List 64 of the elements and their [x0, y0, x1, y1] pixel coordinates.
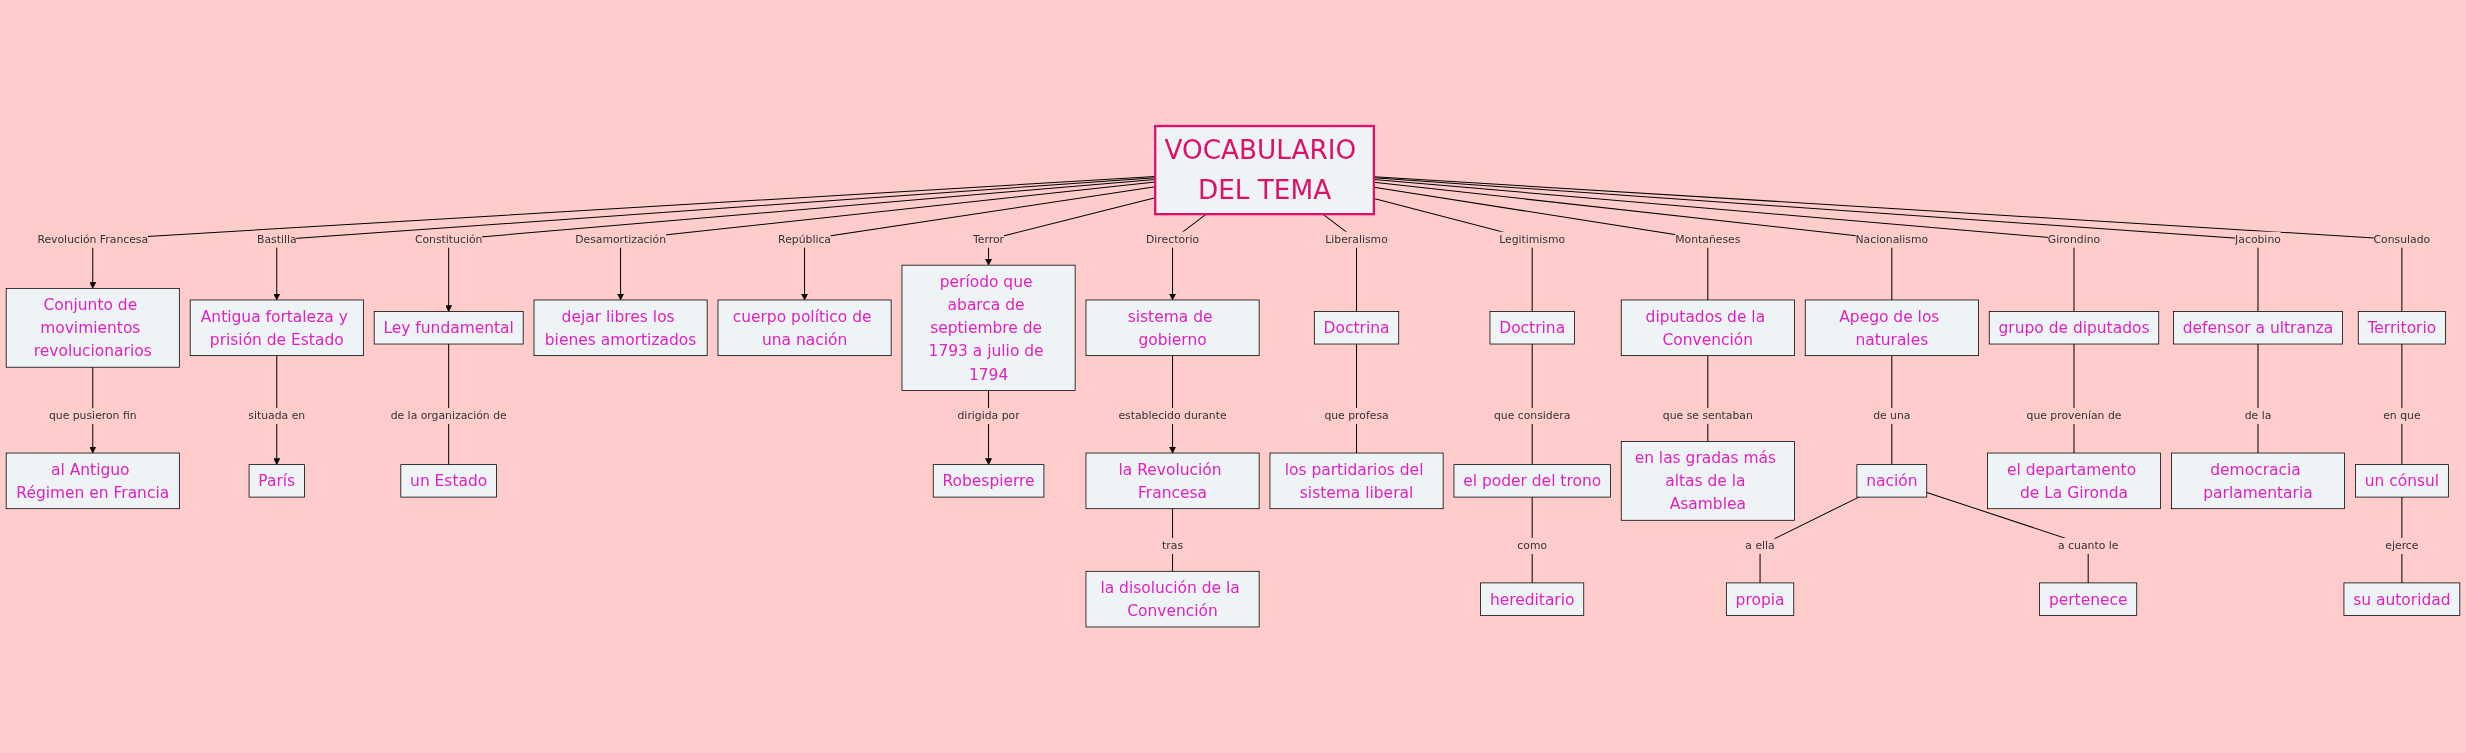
concept-box: los partidarios del sistema liberal [1269, 452, 1444, 510]
title-box: VOCABULARIO DEL TEMA [1154, 124, 1375, 216]
concept-box: defensor a ultranza [2173, 311, 2343, 345]
concept-box: propia [1725, 582, 1795, 616]
concept-box: la Revolución Francesa [1085, 452, 1260, 510]
edge-label: Constitución [414, 231, 483, 248]
concept-box: la disolución de la Convención [1085, 570, 1260, 628]
edge-label: Liberalismo [1325, 231, 1388, 248]
concept-box: nación [1856, 464, 1928, 498]
concept-box: Antigua fortaleza y prisión de Estado [189, 299, 364, 356]
concept-box: el poder del trono [1453, 464, 1611, 498]
concept-box: en las gradas más altas de la Asamblea [1620, 441, 1795, 521]
edge-label: que profesa [1324, 407, 1389, 425]
edge-label: a cuanto le [2058, 537, 2119, 554]
connector [1373, 181, 1893, 301]
edge-label: de una [1873, 407, 1911, 425]
concept-box: hereditario [1480, 582, 1585, 616]
concept-box: Conjunto de movimientos revolucionarios [5, 288, 180, 368]
edge-label: Jacobino [2235, 231, 2281, 248]
concept-box: Robespierre [932, 464, 1045, 498]
edge-label: situada en [248, 407, 306, 425]
concept-box: período que abarca de septiembre de 1793 a julio de 1794 [901, 264, 1076, 391]
concept-box: Territorio [2357, 311, 2446, 345]
concept-box: dejar libres los bienes amortizados [533, 299, 708, 356]
edge-label: Directorio [1146, 231, 1200, 248]
concept-box: un Estado [400, 464, 497, 498]
concept-box: su autoridad [2343, 582, 2461, 616]
edge-label: Montañeses [1675, 231, 1741, 248]
concept-box: Doctrina [1313, 311, 1400, 345]
edge-label: Revolución Francesa [37, 231, 149, 248]
edge-label: dirigida por [957, 407, 1020, 425]
edge-label: que se sentaban [1662, 407, 1753, 425]
concept-box: un cónsul [2355, 464, 2449, 498]
edge-label: que considera [1493, 407, 1571, 425]
concept-box: democracia parlamentaria [2171, 452, 2345, 510]
edge-label: que pusieron fin [48, 407, 137, 425]
edge-label: Desamortización [575, 231, 666, 248]
connector [1531, 343, 1533, 466]
edge-label: como [1517, 537, 1548, 554]
concept-box: pertenece [2039, 582, 2138, 616]
concept-box: grupo de diputados [1988, 311, 2160, 345]
concept-box: al Antiguo Régimen en Francia [5, 452, 180, 510]
concept-box: Doctrina [1489, 311, 1575, 345]
connector [448, 343, 450, 466]
edge-label: ejerce [2385, 537, 2419, 554]
edge-label: que provenían de [2026, 407, 2122, 425]
connector [1172, 508, 1174, 572]
edge-label: República [778, 231, 831, 248]
connector [2401, 343, 2403, 466]
concept-box: Ley fundamental [373, 311, 524, 345]
concept-box: sistema de gobierno [1085, 299, 1260, 356]
edge-label: Legitimismo [1499, 231, 1566, 248]
concept-box: diputados de la Convención [1620, 299, 1795, 356]
edge-label: en que [2383, 407, 2421, 425]
concept-box: cuerpo político de una nación [717, 299, 892, 356]
edge-label: a ella [1745, 537, 1775, 554]
connector [1373, 186, 1709, 301]
concept-box: el departamento de La Gironda [1987, 452, 2161, 510]
edge-label: establecido durante [1118, 407, 1227, 425]
edge-label: de la organización de [390, 407, 507, 425]
edge-label: tras [1162, 537, 1184, 554]
concept-box: París [248, 464, 305, 498]
concept-box: Apego de los naturales [1804, 299, 1979, 356]
edge-label: de la [2244, 407, 2272, 425]
